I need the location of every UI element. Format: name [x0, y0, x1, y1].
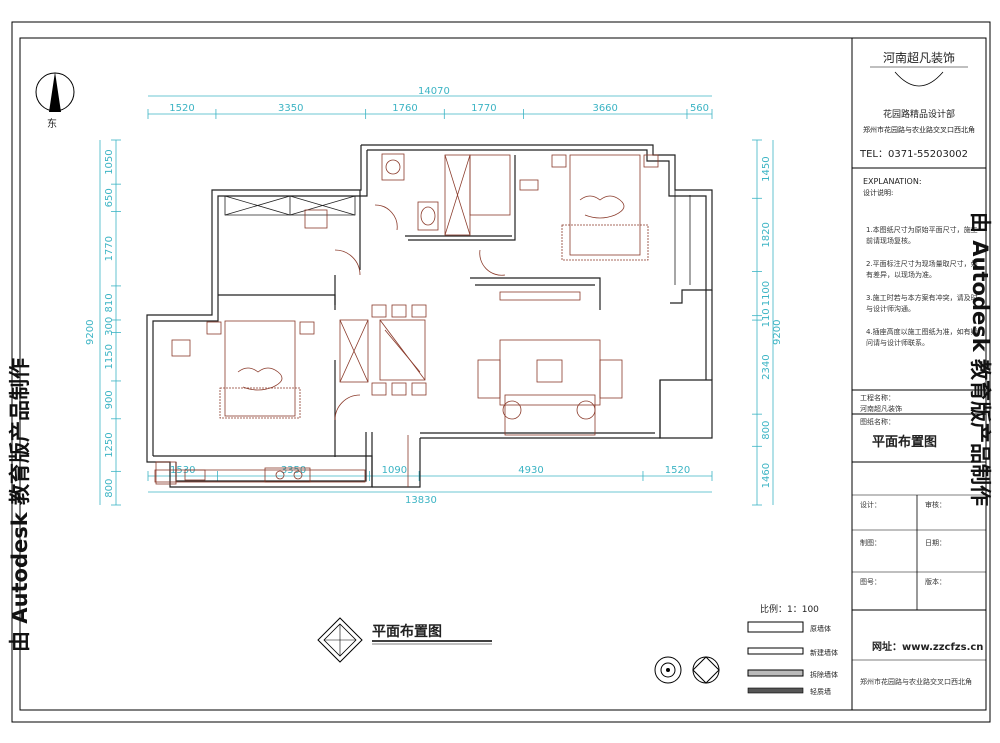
number-label: 图号：	[860, 578, 881, 586]
legend-label-4: 轻质墙	[810, 687, 831, 696]
right-dimensions: 9200 1450 1820 1100 110 2340 800 1460	[752, 139, 783, 506]
bottom-total-dim: 13830	[405, 495, 437, 506]
drawing-label: 图纸名称：	[860, 417, 895, 426]
drawing-title: 平面布置图	[872, 434, 937, 450]
right-dim-4: 2340	[761, 354, 772, 379]
watermark-left: 由 Autodesk 教育版产品制作	[8, 357, 32, 652]
north-compass: 东	[35, 72, 75, 130]
top-dim-4: 3660	[592, 103, 617, 114]
left-dim-4: 300	[104, 317, 115, 336]
left-dim-5: 1150	[104, 344, 115, 369]
company-name: 河南超凡装饰	[883, 50, 955, 65]
left-dim-0: 1050	[104, 149, 115, 174]
top-total-dim: 14070	[418, 86, 450, 97]
scale-label: 比例：1：100	[760, 603, 819, 615]
explanation-note-0: 1.本图纸尺寸为原始平面尺寸，施工前请现场复核。	[866, 225, 978, 245]
watermark-right: 由 Autodesk 教育版产品制作	[968, 212, 992, 507]
explanation-title: EXPLANATION:	[863, 177, 922, 186]
legend-label-2: 新建墙体	[810, 648, 838, 657]
right-dim-2: 1100	[761, 281, 772, 306]
date-label: 日期：	[925, 539, 946, 547]
second-bedroom-furniture	[171, 209, 328, 419]
sheet-border	[11, 21, 991, 723]
checker-label: 审核：	[925, 500, 946, 509]
bottom-dim-2: 1090	[382, 465, 407, 476]
bottom-dimensions: 13830 1530 3350 1090 4930 1520	[147, 465, 713, 506]
title-block: 河南超凡装饰 花园路精品设计部 郑州市花园路与农业路交叉口西北角 TEL：037…	[852, 50, 986, 686]
legend: 比例：1：100 原墙体 新建墙体 拆除墙体 轻质墙	[654, 603, 838, 696]
top-dimensions: 14070 1520 3350 1760 1770 3660 560	[147, 86, 713, 119]
left-dimensions: 9200 1050 650 1770 810 300 1150 900 1250 800	[85, 139, 121, 506]
right-dim-3: 110	[761, 308, 772, 327]
footer-text: 郑州市花园路与农业路交叉口西北角	[860, 677, 972, 686]
explanation-note-3: 4.插座高度以施工图纸为准，如有疑问请与设计师联系。	[866, 327, 978, 347]
left-dim-2: 1770	[104, 236, 115, 261]
project-value: 河南超凡装饰	[860, 404, 902, 413]
right-dim-1: 1820	[761, 222, 772, 247]
compass-label: 东	[47, 117, 57, 130]
left-dim-6: 900	[104, 390, 115, 409]
bottom-dim-3: 4930	[518, 465, 543, 476]
bathroom-fixtures	[381, 153, 511, 236]
website: 网址：www.zzcfzs.cn	[872, 640, 983, 653]
project-label: 工程名称：	[860, 393, 895, 402]
right-dim-0: 1450	[761, 156, 772, 181]
dining-set	[339, 304, 427, 396]
right-dim-6: 1460	[761, 463, 772, 488]
left-dim-3: 810	[104, 293, 115, 312]
right-total-dim: 9200	[772, 320, 783, 345]
top-dim-5: 560	[690, 103, 709, 114]
top-dim-1: 3350	[278, 103, 303, 114]
top-dim-3: 1770	[471, 103, 496, 114]
department-name: 花园路精品设计部	[883, 108, 955, 120]
drawing-frame	[19, 37, 987, 711]
walls	[146, 144, 713, 488]
drafter-label: 制图：	[860, 538, 881, 547]
doors	[334, 204, 506, 487]
top-dim-0: 1520	[169, 103, 194, 114]
explanation-note-1: 2.平面标注尺寸为现场量取尺寸，如有差异，以现场为准。	[866, 259, 978, 279]
company-tel: TEL：0371-55203002	[859, 149, 968, 160]
left-dim-1: 650	[104, 188, 115, 207]
explanation-note-2: 3.施工时若与本方案有冲突，请及时与设计师沟通。	[866, 293, 978, 313]
bottom-dim-4: 1520	[665, 465, 690, 476]
right-dim-5: 800	[761, 421, 772, 440]
top-dim-2: 1760	[392, 103, 417, 114]
master-bedroom-furniture	[499, 154, 659, 301]
designer-label: 设计：	[860, 500, 881, 509]
version-label: 版本：	[925, 577, 946, 586]
explanation-subtitle: 设计说明:	[863, 188, 893, 197]
left-total-dim: 9200	[85, 320, 96, 345]
plan-title: 平面布置图	[372, 623, 442, 640]
plan-title-symbol: 平面布置图	[317, 617, 492, 663]
left-dim-7: 1250	[104, 432, 115, 457]
legend-label-1: 原墙体	[810, 624, 831, 633]
windows	[224, 190, 691, 285]
kitchen-fixtures	[154, 461, 366, 485]
company-address: 郑州市花园路与农业路交叉口西北角	[863, 125, 975, 134]
bottom-dim-1: 3350	[281, 465, 306, 476]
bottom-dim-0: 1530	[170, 465, 195, 476]
legend-label-3: 拆除墙体	[810, 670, 838, 679]
living-room-furniture	[477, 339, 623, 436]
left-dim-8: 800	[104, 479, 115, 498]
